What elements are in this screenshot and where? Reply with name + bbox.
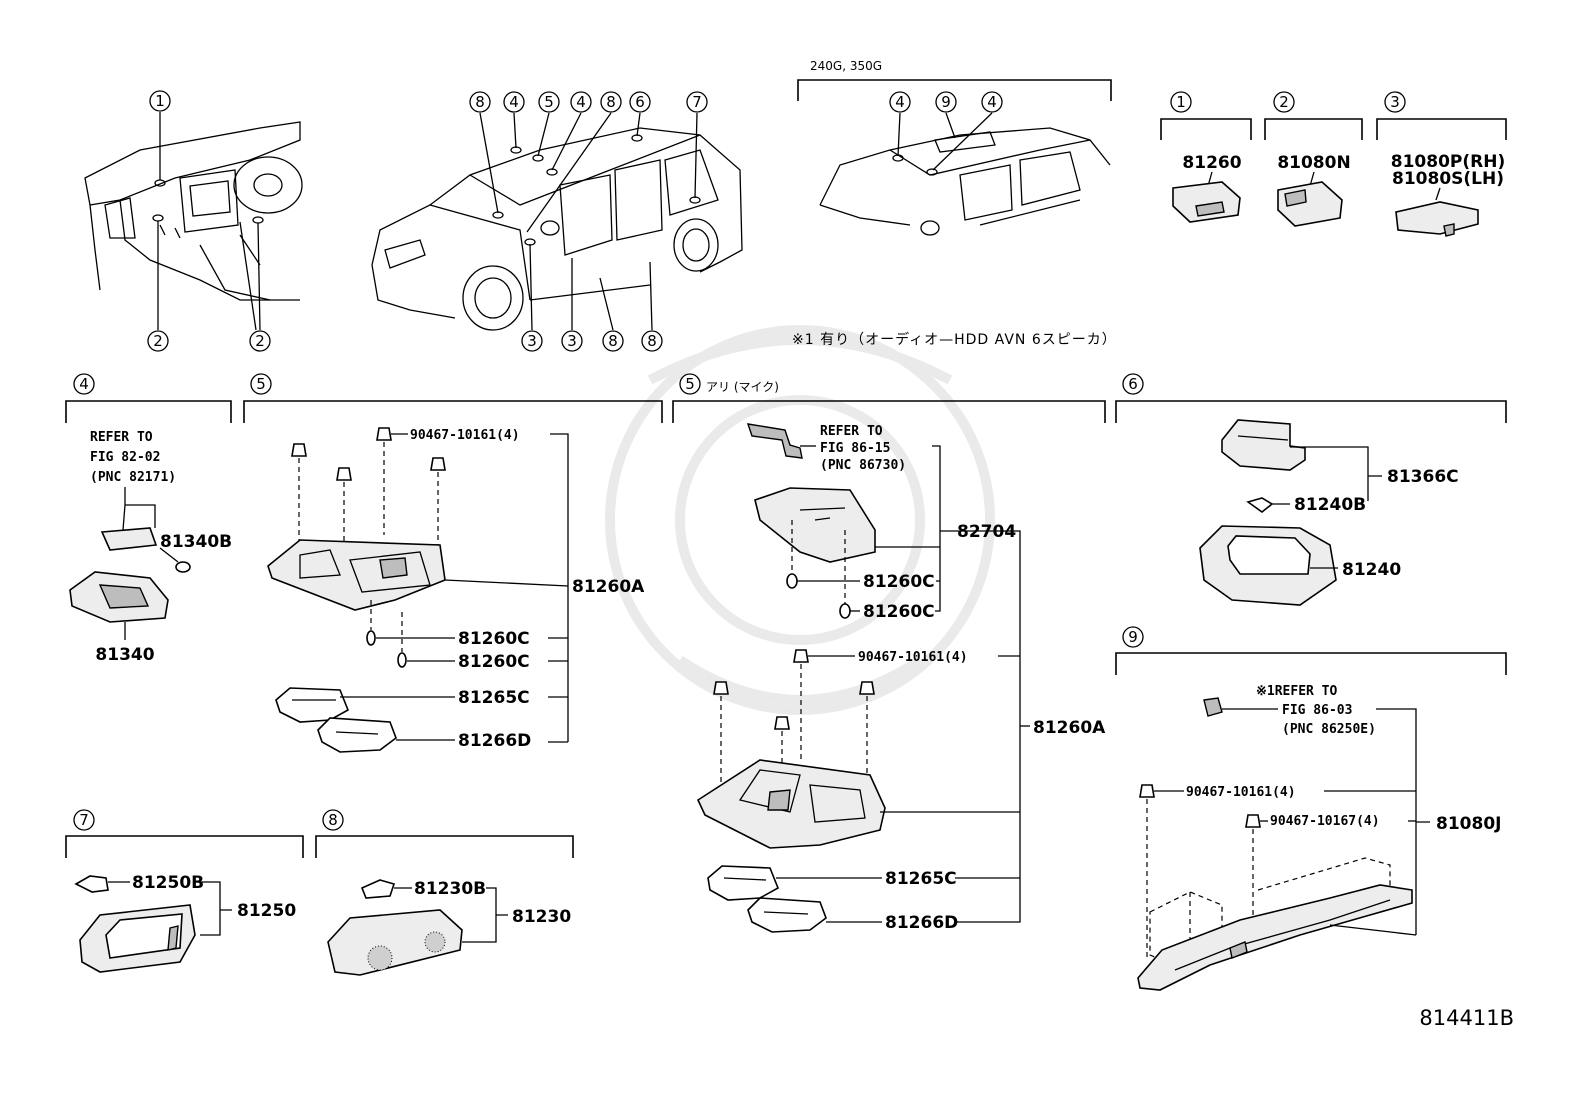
roof-overview-drawing — [819, 112, 1111, 236]
note-1: ※1 有り（オーディオ—HDD AVN 6スピーカ） — [792, 331, 1117, 348]
callout: 9 — [941, 93, 951, 111]
callout: 6 — [635, 93, 645, 111]
section-badge: 4 — [79, 375, 89, 393]
callout: 2 — [153, 332, 163, 350]
section-6: 6 81366C 81240B 81240 — [1115, 373, 1507, 606]
section-badge: 9 — [1128, 628, 1138, 646]
part-number: 81080J — [1436, 814, 1501, 834]
section-badge: 7 — [79, 811, 89, 829]
section-badge: 3 — [1390, 93, 1400, 111]
refer-text: REFER TO — [90, 430, 153, 445]
refer-text: FIG 82-02 — [90, 450, 160, 465]
part-number: 90467-10161(4) — [1186, 785, 1296, 800]
car-overview-drawing — [371, 112, 743, 331]
part-number: 90467-10161(4) — [410, 428, 520, 443]
section-badge: 5 — [685, 375, 695, 393]
section-badge: 6 — [1128, 375, 1138, 393]
callout: 7 — [692, 93, 702, 111]
refer-text: (PNC 86730) — [820, 458, 906, 473]
section-2: 2 81080N — [1264, 91, 1363, 227]
part-number: 81260C — [863, 602, 935, 622]
part-number: 81366C — [1387, 467, 1459, 487]
part-number: 81340 — [95, 645, 154, 665]
part-number: 81080P(RH) — [1391, 152, 1505, 172]
section-1: 1 81260 — [1160, 91, 1252, 223]
section-5-mic: 5 アリ (マイク) REFER TO FIG 86-15 (PNC 86730… — [672, 373, 1106, 933]
part-number: 81266D — [458, 731, 531, 751]
part-number: 81260 — [1182, 153, 1241, 173]
part-number: 90467-10161(4) — [858, 650, 968, 665]
refer-text: (PNC 82171) — [90, 470, 176, 485]
part-number: 81250 — [237, 901, 296, 921]
drawing-code: 814411B — [1419, 1006, 1514, 1030]
refer-text: ※1REFER TO — [1256, 684, 1338, 699]
part-number: 81230B — [414, 879, 486, 899]
callout: 8 — [608, 332, 618, 350]
section-badge: 1 — [1176, 93, 1186, 111]
callout: 3 — [527, 332, 537, 350]
section-4: 4 REFER TO FIG 82-02 (PNC 82171) 81340B … — [65, 373, 232, 665]
part-number: 81260A — [1033, 718, 1106, 738]
callout: 8 — [606, 93, 616, 111]
callout: 4 — [576, 93, 586, 111]
variant-label: 240G, 350G — [810, 59, 882, 73]
part-number: 81240 — [1342, 560, 1401, 580]
part-number: 81265C — [458, 688, 530, 708]
callout: 4 — [987, 93, 997, 111]
section-8: 8 81230B 81230 — [315, 809, 574, 976]
section-badge: 2 — [1279, 93, 1289, 111]
roof-callouts: 4 9 4 — [889, 91, 1003, 113]
part-number: 81265C — [885, 869, 957, 889]
callout: 2 — [255, 332, 265, 350]
callout: 3 — [567, 332, 577, 350]
refer-text: (PNC 86250E) — [1282, 722, 1376, 737]
part-number: 81260C — [863, 572, 935, 592]
part-number: 81080S(LH) — [1392, 169, 1504, 189]
part-number: 81250B — [132, 873, 204, 893]
callout: 8 — [475, 93, 485, 111]
section-9: 9 ※1REFER TO FIG 86-03 (PNC 86250E) 9046… — [1115, 626, 1507, 991]
section-7: 7 81250B 81250 — [65, 809, 304, 973]
refer-text: FIG 86-03 — [1282, 703, 1352, 718]
part-number: 81266D — [885, 913, 958, 933]
section-badge: 5 — [256, 375, 266, 393]
part-number: 81260C — [458, 629, 530, 649]
watermark-emblem — [605, 325, 995, 715]
callout: 4 — [509, 93, 519, 111]
part-number: 81240B — [1294, 495, 1366, 515]
variant-bracket — [797, 79, 1112, 101]
refer-text: FIG 86-15 — [820, 441, 890, 456]
callout: 5 — [544, 93, 554, 111]
clips — [291, 427, 446, 481]
part-number: 81230 — [512, 907, 571, 927]
callout: 4 — [895, 93, 905, 111]
part-number: 90467-10167(4) — [1270, 814, 1380, 829]
callout: 8 — [647, 332, 657, 350]
section-badge: 8 — [328, 811, 338, 829]
part-number: 81260C — [458, 652, 530, 672]
dashboard-callouts: 1 2 2 — [147, 90, 271, 352]
callout: 1 — [155, 92, 165, 110]
section-suffix: アリ (マイク) — [706, 380, 779, 394]
refer-text: REFER TO — [820, 424, 883, 439]
part-number: 81340B — [160, 532, 232, 552]
dashboard-overview-drawing — [84, 112, 303, 331]
section-3: 3 81080P(RH) 81080S(LH) — [1376, 91, 1507, 237]
section-5: 5 90467-10161(4) 81260A 81260C 81260C 81… — [243, 373, 663, 753]
part-number: 81260A — [572, 577, 645, 597]
car-callouts: 8 4 5 4 8 6 7 3 3 8 8 — [469, 91, 708, 352]
part-number: 82704 — [957, 522, 1016, 542]
part-number: 81080N — [1277, 153, 1350, 173]
